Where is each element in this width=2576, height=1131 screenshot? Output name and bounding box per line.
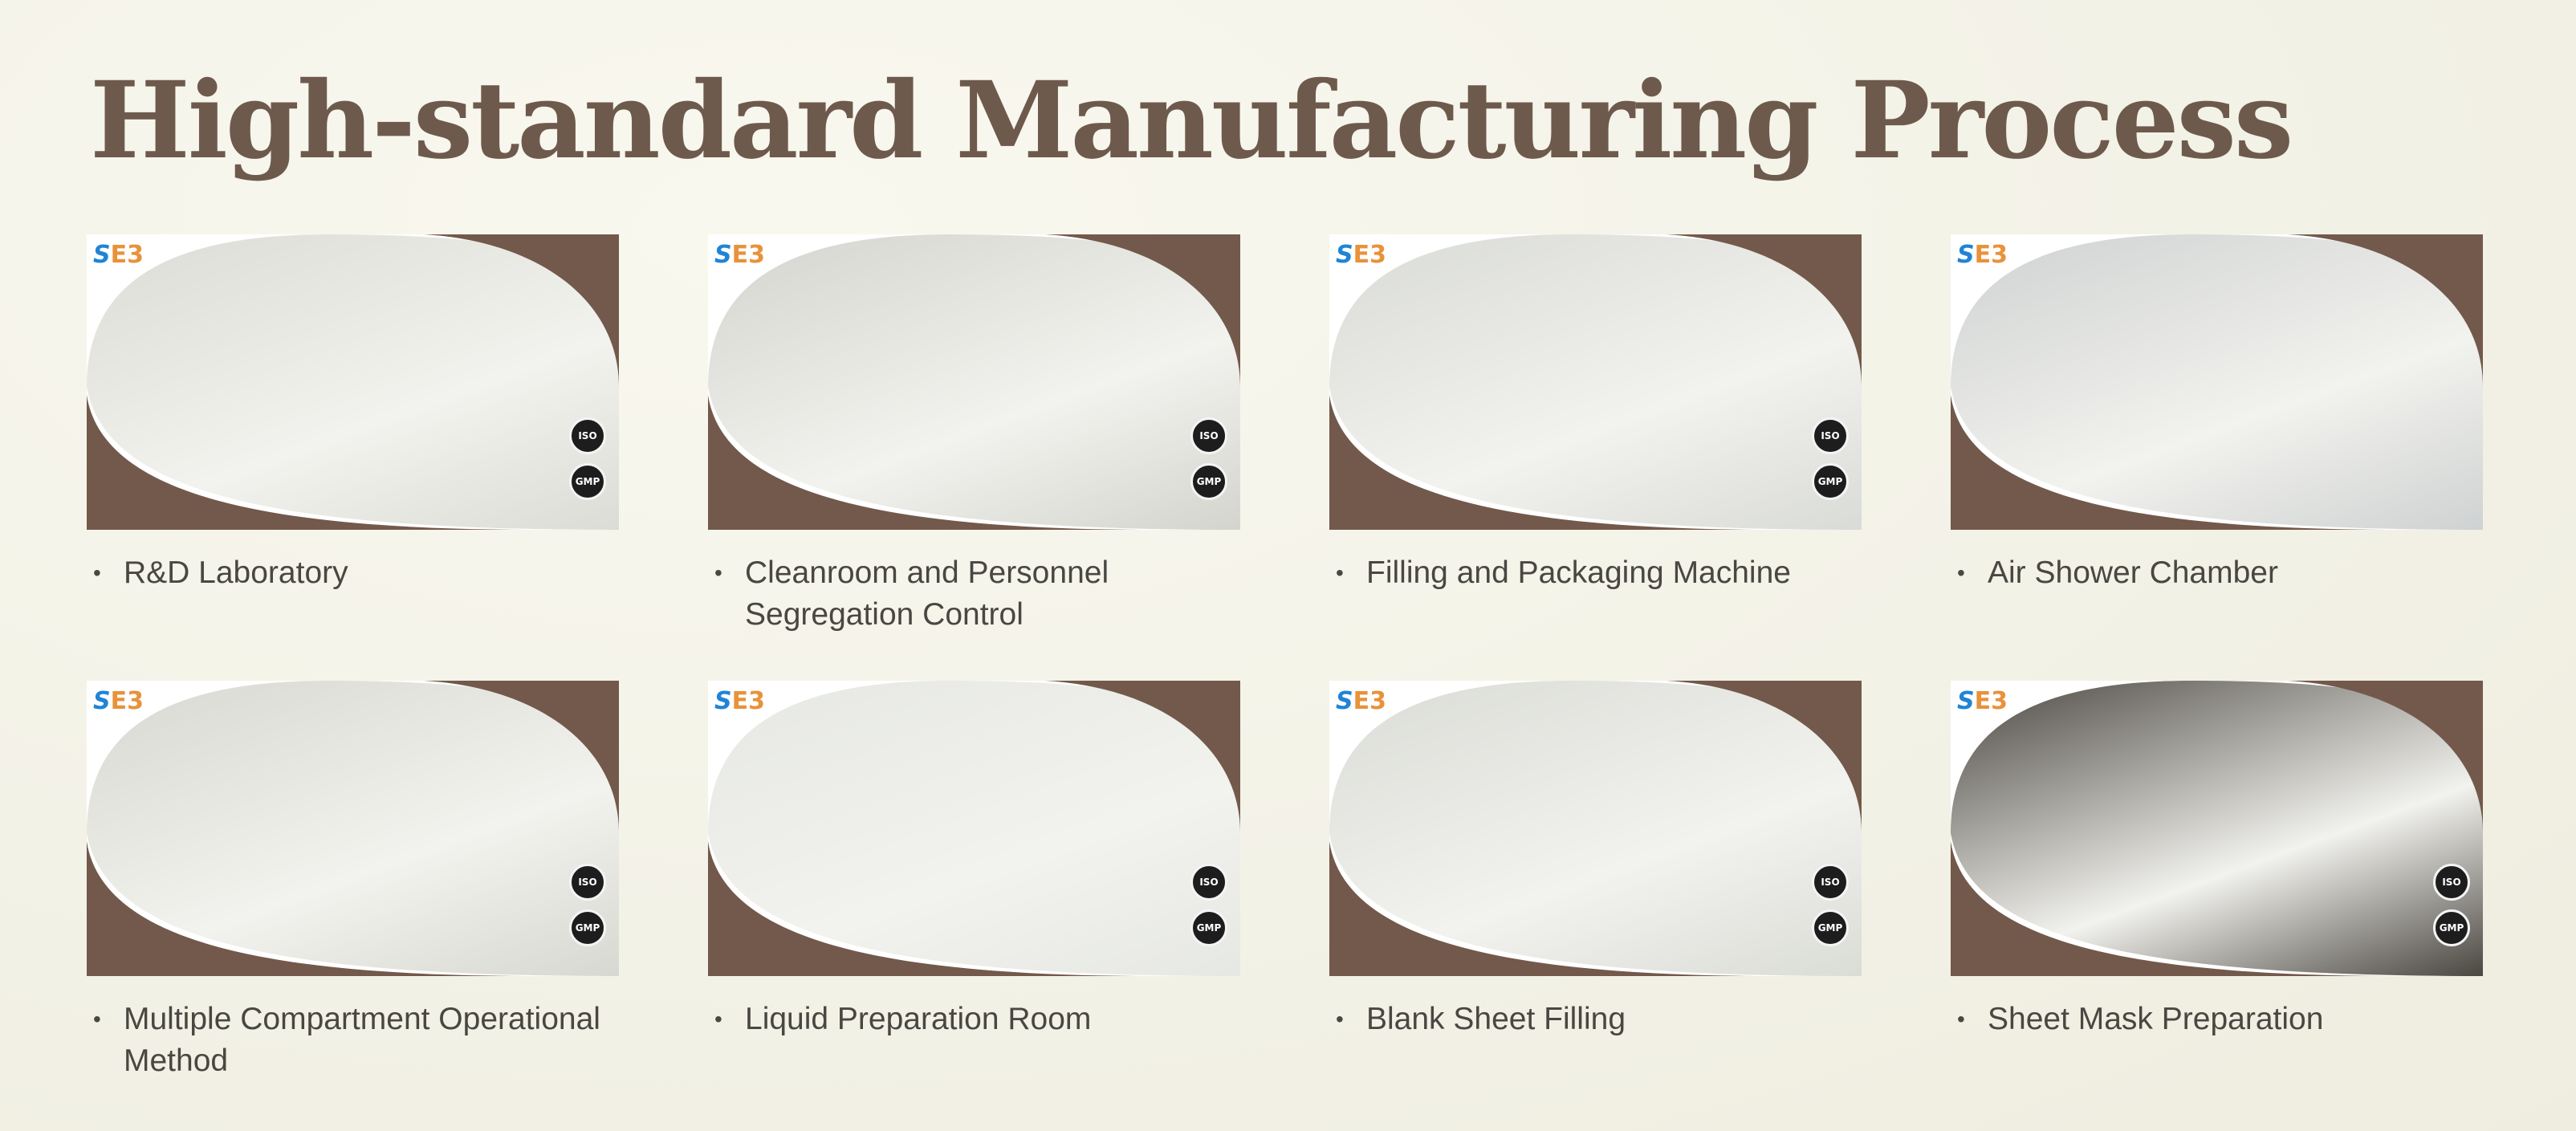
bullet: • <box>1336 1007 1344 1031</box>
frame-swoosh <box>708 681 1240 976</box>
process-caption: • Blank Sheet Filling <box>1329 999 1862 1040</box>
caption-text: Cleanroom and Personnel Segregation Cont… <box>745 555 1109 632</box>
process-photo: SE3 <box>1951 234 2483 530</box>
iso-badge: ISO <box>1812 417 1849 454</box>
bullet: • <box>1957 1007 1965 1031</box>
page-title: High-standard Manufacturing Process <box>90 59 2293 183</box>
gmp-badge: GMP <box>569 463 606 500</box>
process-card-cleanroom: SE3 ISO GMP • Cleanroom and Personnel Se… <box>708 234 1240 636</box>
caption-text: Blank Sheet Filling <box>1366 1002 1626 1036</box>
caption-text: Filling and Packaging Machine <box>1366 555 1791 590</box>
process-card-multiple-compartment: SE3 ISO GMP • Multiple Compartment Opera… <box>87 681 619 1082</box>
caption-text: Liquid Preparation Room <box>745 1002 1092 1036</box>
brand-logo: SE3 <box>93 241 144 269</box>
iso-badge: ISO <box>1812 864 1849 901</box>
frame-swoosh <box>1951 681 2483 976</box>
process-photo: SE3 ISO GMP <box>87 234 619 530</box>
gmp-badge: GMP <box>1812 909 1849 946</box>
process-caption: • Cleanroom and Personnel Segregation Co… <box>708 552 1240 636</box>
process-card-filling-packaging: SE3 ISO GMP • Filling and Packaging Mach… <box>1329 234 1862 594</box>
brand-logo: SE3 <box>714 687 765 715</box>
frame-swoosh <box>708 234 1240 530</box>
process-photo: SE3 ISO GMP <box>1951 681 2483 976</box>
process-photo: SE3 ISO GMP <box>708 234 1240 530</box>
brand-logo: SE3 <box>1957 241 2008 269</box>
brand-logo: SE3 <box>93 687 144 715</box>
process-card-sheet-mask-preparation: SE3 ISO GMP • Sheet Mask Preparation <box>1951 681 2483 1040</box>
bullet: • <box>93 1007 101 1031</box>
gmp-badge: GMP <box>1812 463 1849 500</box>
brand-logo: SE3 <box>714 241 765 269</box>
process-photo: SE3 ISO GMP <box>87 681 619 976</box>
brand-logo: SE3 <box>1336 241 1386 269</box>
process-caption: • Multiple Compartment Operational Metho… <box>87 999 619 1082</box>
gmp-badge: GMP <box>2433 909 2470 946</box>
bullet: • <box>93 560 101 585</box>
bullet: • <box>1336 560 1344 585</box>
frame-swoosh <box>87 234 619 530</box>
caption-text: Multiple Compartment Operational Method <box>124 1002 600 1078</box>
process-caption: • Liquid Preparation Room <box>708 999 1240 1040</box>
bullet: • <box>1957 560 1965 585</box>
frame-swoosh <box>1329 681 1862 976</box>
bullet: • <box>714 560 722 585</box>
frame-swoosh <box>1329 234 1862 530</box>
caption-text: Air Shower Chamber <box>1988 555 2278 590</box>
process-caption: • Filling and Packaging Machine <box>1329 552 1862 594</box>
iso-badge: ISO <box>1190 864 1227 901</box>
iso-badge: ISO <box>569 864 606 901</box>
brand-logo: SE3 <box>1336 687 1386 715</box>
frame-swoosh <box>1951 234 2483 530</box>
process-card-liquid-preparation: SE3 ISO GMP • Liquid Preparation Room <box>708 681 1240 1040</box>
iso-badge: ISO <box>1190 417 1227 454</box>
process-caption: • R&D Laboratory <box>87 552 619 594</box>
process-card-blank-sheet-filling: SE3 ISO GMP • Blank Sheet Filling <box>1329 681 1862 1040</box>
gmp-badge: GMP <box>569 909 606 946</box>
process-photo: SE3 ISO GMP <box>1329 681 1862 976</box>
process-photo: SE3 ISO GMP <box>708 681 1240 976</box>
caption-text: Sheet Mask Preparation <box>1988 1002 2324 1036</box>
gmp-badge: GMP <box>1190 909 1227 946</box>
process-photo: SE3 ISO GMP <box>1329 234 1862 530</box>
process-caption: • Air Shower Chamber <box>1951 552 2483 594</box>
process-card-air-shower: SE3 • Air Shower Chamber <box>1951 234 2483 594</box>
brand-logo: SE3 <box>1957 687 2008 715</box>
process-card-rd-laboratory: SE3 ISO GMP • R&D Laboratory <box>87 234 619 594</box>
bullet: • <box>714 1007 722 1031</box>
iso-badge: ISO <box>569 417 606 454</box>
caption-text: R&D Laboratory <box>124 555 348 590</box>
process-caption: • Sheet Mask Preparation <box>1951 999 2483 1040</box>
frame-swoosh <box>87 681 619 976</box>
gmp-badge: GMP <box>1190 463 1227 500</box>
iso-badge: ISO <box>2433 864 2470 901</box>
